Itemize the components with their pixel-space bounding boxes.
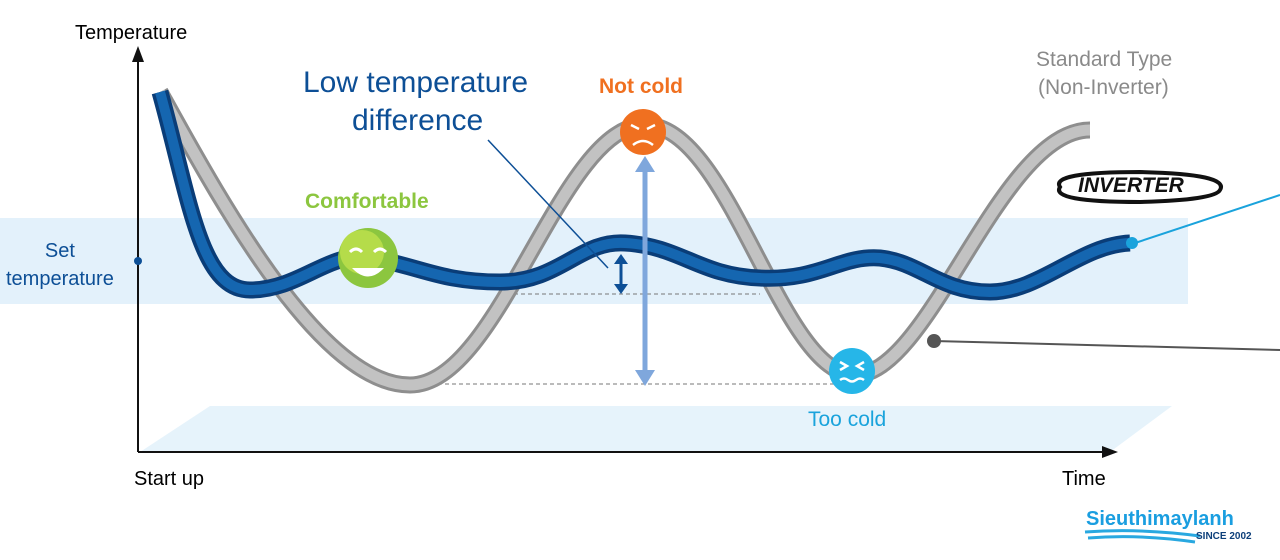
not-cold-label: Not cold — [599, 75, 683, 98]
standard-type-label-2: (Non-Inverter) — [1038, 76, 1169, 99]
standard-type-label-1: Standard Type — [1036, 48, 1173, 71]
y-axis-arrow — [132, 46, 144, 62]
not-cold-face-icon — [620, 109, 666, 155]
x-axis-end-label: Time — [1062, 468, 1106, 490]
low-diff-label-1: Low temperature — [303, 66, 529, 99]
too-cold-label: Too cold — [808, 408, 887, 431]
x-axis-start-label: Start up — [134, 468, 205, 490]
inverter-pointer — [1134, 194, 1280, 244]
set-temp-marker — [134, 257, 142, 265]
x-axis-arrow — [1102, 446, 1118, 458]
comfortable-face-icon — [338, 228, 398, 288]
inverter-logo — [1057, 169, 1223, 205]
too-cold-face-icon — [829, 348, 875, 394]
brand-name: Sieuthimaylanh — [1086, 508, 1234, 530]
set-temperature-label: Set temperature — [6, 240, 114, 290]
floor-plane — [140, 406, 1172, 452]
brand-waves-icon — [1084, 529, 1201, 544]
comfortable-label: Comfortable — [305, 190, 429, 213]
callout-line — [487, 139, 609, 269]
low-diff-label-2: difference — [352, 104, 484, 137]
inverter-logo-text: INVERTER — [1078, 174, 1184, 197]
y-axis-label: Temperature — [75, 22, 188, 44]
standard-pointer — [933, 340, 1280, 351]
brand-since: SINCE 2002 — [1196, 531, 1252, 542]
inverter-curve — [155, 90, 1131, 298]
